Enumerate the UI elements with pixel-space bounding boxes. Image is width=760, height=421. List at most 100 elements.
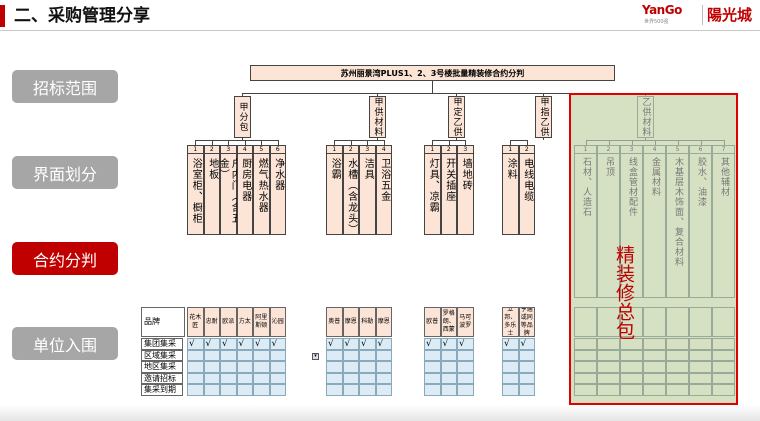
- brand-cell: 立邦、多乐士: [502, 307, 519, 337]
- brand-cell-empty: [620, 307, 643, 337]
- status-row-label: 邀请招标: [141, 372, 183, 384]
- item-number: 2: [597, 145, 620, 153]
- item-cell: 石材、人造石: [574, 153, 597, 298]
- status-cell: [253, 361, 270, 373]
- status-cell-empty: [712, 384, 735, 396]
- item-cell: 厨房电器: [236, 153, 253, 235]
- item-text: 水槽（含龙头）: [345, 158, 357, 235]
- item-text: 户内门（含五金）: [217, 158, 241, 224]
- status-cell: [502, 361, 519, 373]
- group-connector: [543, 93, 544, 96]
- status-cell: [220, 349, 237, 361]
- group-label: 乙供材料: [637, 96, 654, 138]
- logo-sub: 世界500强: [644, 19, 669, 25]
- status-cell: √: [359, 338, 376, 350]
- status-cell: [375, 372, 392, 384]
- item-text: 洁具: [362, 158, 374, 180]
- filter-arrow-icon: ▾: [312, 353, 319, 360]
- status-cell-empty: [574, 384, 597, 396]
- status-cell: [359, 349, 376, 361]
- status-cell: √: [187, 338, 204, 350]
- status-cell: √: [203, 338, 220, 350]
- status-cell-empty: [689, 349, 712, 361]
- status-cell-empty: [643, 338, 666, 350]
- status-cell: [203, 361, 220, 373]
- label-to-sub-line: [543, 138, 544, 140]
- item-number: 1: [424, 145, 441, 153]
- table-title: 苏州丽景湾PLUS1、2、3号楼批量精装修合约分判: [250, 65, 615, 81]
- status-cell-empty: [712, 361, 735, 373]
- status-cell: [424, 361, 441, 373]
- subcontract-highlight-frame: [569, 93, 738, 405]
- brand-cell: 摩恩: [375, 307, 392, 337]
- item-cell: 卫浴五金: [375, 153, 392, 235]
- page-title: 二、采购管理分享: [14, 6, 150, 26]
- status-cell-empty: [574, 361, 597, 373]
- item-connector: [211, 140, 213, 145]
- item-connector: [277, 140, 279, 145]
- item-text: 石材、人造石: [581, 157, 591, 217]
- item-connector: [367, 140, 369, 145]
- brand-cell-empty: [712, 307, 735, 337]
- item-connector: [654, 140, 656, 145]
- status-cell: [424, 349, 441, 361]
- item-text: 净水器: [272, 158, 284, 191]
- item-connector: [608, 140, 610, 145]
- status-cell-empty: [597, 384, 620, 396]
- status-cell-empty: [597, 372, 620, 384]
- brand-cell: 亨通或同等品牌: [518, 307, 535, 337]
- item-text: 墙地砖: [460, 158, 472, 191]
- status-cell: [457, 384, 474, 396]
- nav-bidding-scope[interactable]: 招标范围: [12, 70, 118, 103]
- group-label-text: 甲指乙供: [538, 97, 549, 137]
- status-cell: [518, 361, 535, 373]
- status-cell: √: [424, 338, 441, 350]
- status-cell-empty: [574, 338, 597, 350]
- status-cell: [236, 349, 253, 361]
- status-cell: [269, 372, 286, 384]
- brand-cell-empty: [574, 307, 597, 337]
- item-number: 3: [359, 145, 376, 153]
- item-text: 开关插座: [443, 158, 455, 202]
- status-cell: [424, 384, 441, 396]
- item-text: 吊顶: [604, 157, 614, 177]
- status-cell-empty: [712, 349, 735, 361]
- item-cell: 其他辅材: [712, 153, 735, 298]
- status-cell-empty: [620, 372, 643, 384]
- item-text: 其他辅材: [719, 157, 729, 197]
- status-cell: √: [269, 338, 286, 350]
- status-cell: [440, 384, 457, 396]
- status-cell: [518, 349, 535, 361]
- item-connector: [677, 140, 679, 145]
- item-text: 电线电缆: [521, 158, 533, 202]
- item-number: 3: [620, 145, 643, 153]
- item-cell: 洁具: [359, 153, 376, 235]
- item-text: 燃气热水器: [256, 158, 268, 213]
- status-cell: [502, 372, 519, 384]
- header-divider: [0, 30, 760, 31]
- status-cell: [440, 372, 457, 384]
- item-number: 2: [342, 145, 359, 153]
- brand-cell: 欧派: [220, 307, 237, 337]
- status-cell: [203, 349, 220, 361]
- label-to-sub-line: [456, 138, 457, 140]
- status-cell-empty: [597, 349, 620, 361]
- logo-en: YanGo: [642, 3, 682, 17]
- status-cell-empty: [620, 349, 643, 361]
- logo-separator: [702, 5, 703, 25]
- item-number: 2: [203, 145, 220, 153]
- item-number: 3: [220, 145, 237, 153]
- item-text: 地板: [206, 158, 218, 180]
- status-cell: [342, 372, 359, 384]
- status-cell: [342, 361, 359, 373]
- status-cell: [502, 384, 519, 396]
- nav-shortlisting[interactable]: 单位入围: [12, 327, 118, 360]
- nav-interface-division[interactable]: 界面划分: [12, 156, 118, 189]
- group-label-text: 甲分包: [237, 102, 248, 132]
- status-cell-empty: [666, 361, 689, 373]
- item-cell: 木基层木饰面、复合材料: [666, 153, 689, 298]
- status-cell-empty: [689, 338, 712, 350]
- item-number: 7: [712, 145, 735, 153]
- nav-contract-division[interactable]: 合约分判: [12, 242, 118, 275]
- item-number: 5: [666, 145, 689, 153]
